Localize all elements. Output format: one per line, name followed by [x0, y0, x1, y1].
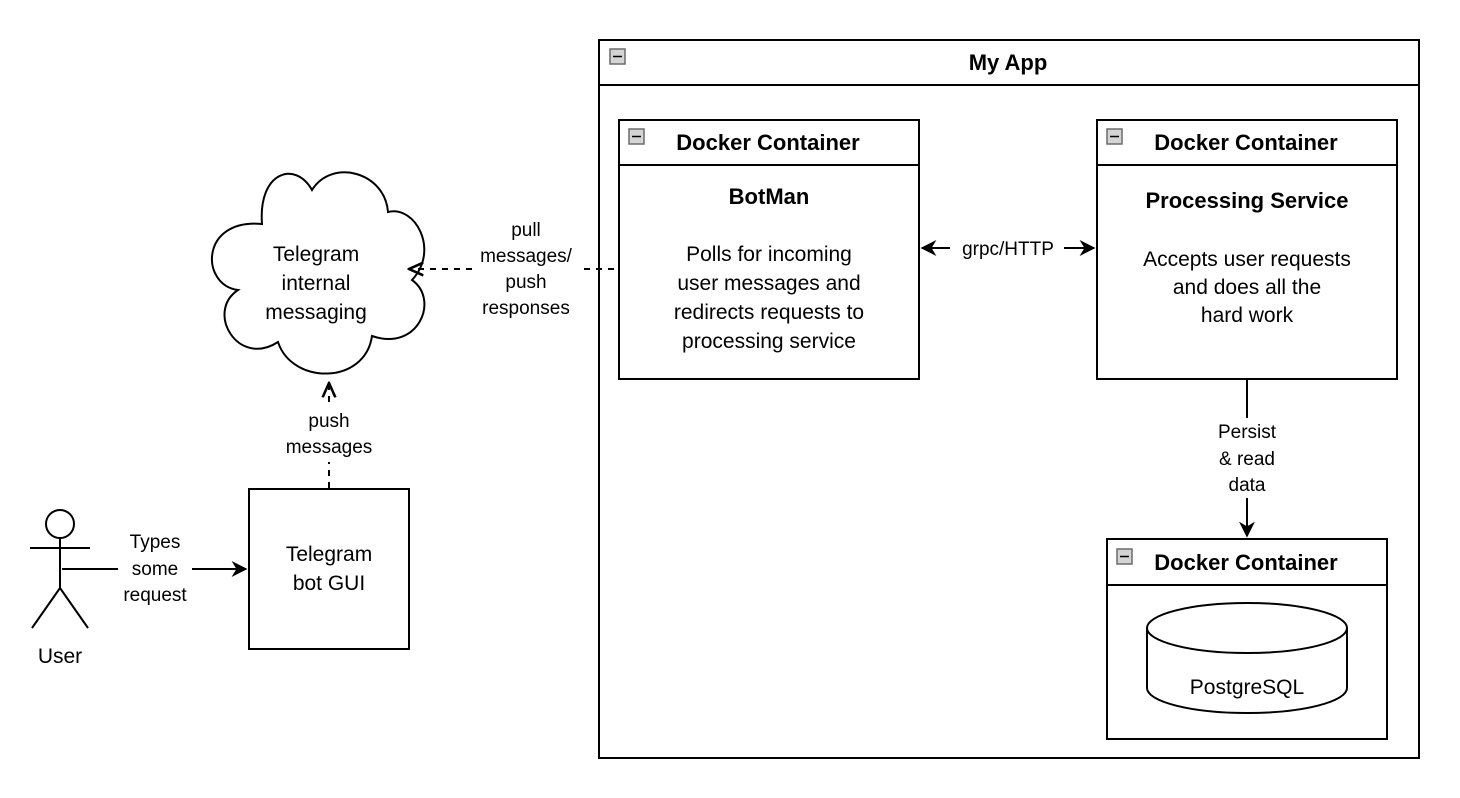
user-actor-head: [45, 509, 75, 539]
processing-desc-3: hard work: [1201, 304, 1294, 327]
user-actor[interactable]: User: [30, 509, 90, 668]
db-container-header: Docker Container: [1154, 550, 1338, 575]
telegram-cloud-node[interactable]: Telegram internal messaging: [211, 171, 426, 375]
edge-persist-read-label-1: Persist: [1218, 422, 1277, 443]
edge-push-messages-label-1: push: [308, 411, 349, 432]
edge-grpc-http-label: grpc/HTTP: [962, 239, 1054, 260]
user-actor-right-leg: [59, 587, 89, 629]
processing-title: Processing Service: [1145, 188, 1348, 213]
edge-push-messages-label-2: messages: [286, 437, 373, 458]
postgresql-cylinder-top: [1146, 602, 1348, 654]
db-collapse-icon[interactable]: [1116, 548, 1133, 565]
edge-types-request-label-3: request: [123, 585, 187, 606]
edge-pull-push-label-1: pull: [511, 220, 541, 241]
telegram-bot-gui-label-1: Telegram: [286, 543, 372, 566]
edge-pull-push-label-2: messages/: [480, 246, 573, 267]
postgresql-database-icon[interactable]: PostgreSQL: [1146, 602, 1348, 714]
telegram-bot-gui-node[interactable]: Telegram bot GUI: [248, 488, 410, 650]
botman-collapse-icon[interactable]: [628, 128, 645, 145]
user-label: User: [38, 645, 82, 668]
telegram-bot-gui-box: [248, 488, 410, 650]
edge-pull-push-label-3: push: [505, 272, 546, 293]
edge-persist-read-label-2: & read: [1219, 449, 1275, 470]
db-container[interactable]: Docker Container PostgreSQL: [1106, 538, 1388, 740]
edge-types-request-label-1: Types: [130, 532, 181, 553]
botman-desc-1: Polls for incoming: [686, 243, 852, 266]
postgresql-label: PostgreSQL: [1190, 676, 1304, 699]
processing-collapse-icon[interactable]: [1106, 128, 1123, 145]
edge-persist-read[interactable]: Persist & read data: [1218, 380, 1277, 538]
processing-container-box: [1096, 119, 1398, 380]
processing-desc-2: and does all the: [1173, 276, 1321, 299]
my-app-title: My App: [969, 50, 1048, 75]
edge-grpc-http[interactable]: grpc/HTTP: [920, 239, 1096, 260]
botman-container-header: Docker Container: [676, 130, 860, 155]
user-actor-left-leg: [31, 587, 61, 629]
my-app-collapse-icon[interactable]: [609, 48, 626, 65]
botman-container-box: [618, 119, 920, 380]
botman-desc-3: redirects requests to: [674, 301, 864, 324]
telegram-cloud-shape: [211, 171, 426, 375]
telegram-bot-gui-label-2: bot GUI: [293, 572, 365, 595]
edge-pull-push[interactable]: pull messages/ push responses: [409, 220, 650, 319]
edge-types-request[interactable]: Types some request: [62, 532, 248, 606]
edge-persist-read-label-3: data: [1229, 475, 1266, 496]
processing-container[interactable]: Docker Container Processing Service Acce…: [1096, 119, 1398, 380]
telegram-cloud-label-3: messaging: [265, 301, 367, 324]
botman-desc-2: user messages and: [677, 272, 860, 295]
processing-container-header: Docker Container: [1154, 130, 1338, 155]
edge-types-request-label-2: some: [132, 559, 178, 580]
edge-pull-push-label-4: responses: [482, 298, 570, 319]
botman-container[interactable]: Docker Container BotMan Polls for incomi…: [618, 119, 920, 380]
processing-desc-1: Accepts user requests: [1143, 248, 1351, 271]
telegram-cloud-label-1: Telegram: [273, 243, 359, 266]
botman-desc-4: processing service: [682, 330, 856, 353]
edge-push-messages[interactable]: push messages: [286, 383, 373, 488]
botman-title: BotMan: [729, 184, 810, 209]
telegram-cloud-label-2: internal: [282, 272, 351, 295]
